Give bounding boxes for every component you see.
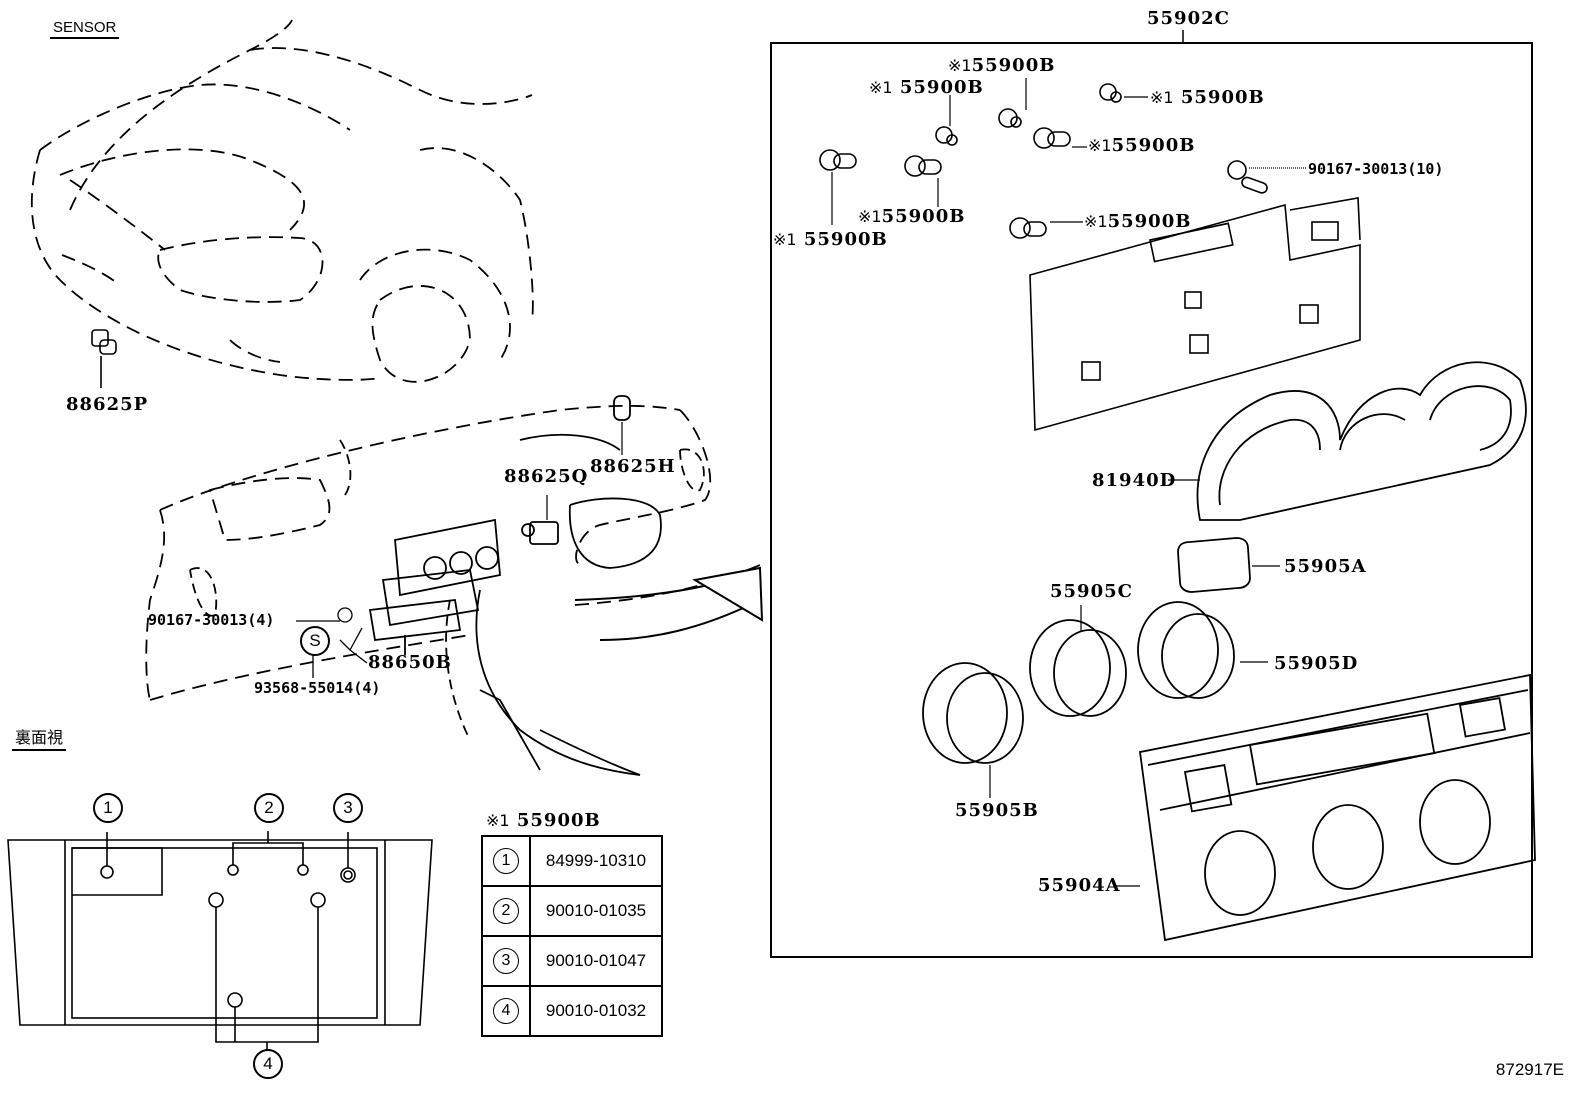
light-guide-81940d-icon — [1168, 361, 1527, 521]
bulb-label[interactable]: ※155900B — [1084, 213, 1191, 231]
legend-header-part: 55900B — [516, 810, 601, 831]
sensor-88625h-icon — [613, 395, 631, 455]
part-label-55905c[interactable]: 55905C — [1050, 581, 1133, 602]
part-label-55905a[interactable]: 55905A — [1284, 556, 1367, 577]
callout-1: 1 — [93, 793, 123, 823]
note-mark: ※1 — [486, 811, 510, 830]
bulb-label[interactable]: ※155900B — [948, 57, 1055, 75]
table-row: 2 90010-01035 — [481, 885, 663, 937]
car-outline — [30, 19, 534, 383]
knob-55905b-icon — [922, 662, 1024, 798]
row-number: 1 — [493, 848, 519, 874]
part-label-55902c[interactable]: 55902C — [1147, 8, 1230, 29]
part-label-81940d[interactable]: 81940D — [1092, 470, 1177, 491]
row-part[interactable]: 90010-01035 — [529, 885, 663, 937]
bulb-part: 55900B — [1107, 211, 1192, 232]
bulb-part: 55900B — [881, 206, 966, 227]
assembly-frame — [770, 42, 1533, 958]
row-number: 2 — [493, 898, 519, 924]
bulb-part: 55900B — [971, 55, 1056, 76]
circuit-board-icon — [1029, 197, 1361, 432]
sensor-88625p-icon — [91, 329, 117, 388]
bulb-part: 55900B — [899, 77, 984, 98]
note-mark: ※1 — [869, 78, 893, 97]
ac-control-unit-icon — [368, 518, 501, 655]
leaders-sensor — [296, 607, 368, 678]
note-mark: ※1 — [773, 230, 797, 249]
table-row: 1 84999-10310 — [481, 835, 663, 887]
row-part[interactable]: 90010-01047 — [529, 935, 663, 987]
part-label-88625q[interactable]: 88625Q — [504, 466, 589, 487]
bulb-label[interactable]: ※1 55900B — [869, 79, 984, 97]
part-label-90167-30013-4[interactable]: 90167-30013(4) — [148, 611, 275, 629]
knob-55905c-icon — [1029, 605, 1127, 717]
callout-4: 4 — [253, 1049, 283, 1079]
bulb-part: 55900B — [1180, 87, 1265, 108]
button-55905a-icon — [1177, 537, 1280, 593]
bulb-label[interactable]: ※1 55900B — [773, 231, 888, 249]
callout-2: 2 — [254, 793, 284, 823]
bulb-label[interactable]: ※155900B — [858, 208, 965, 226]
bulb-part: 55900B — [1111, 135, 1196, 156]
part-label-88650b[interactable]: 88650B — [368, 652, 452, 673]
row-number: 4 — [493, 998, 519, 1024]
row-part[interactable]: 84999-10310 — [529, 835, 663, 887]
note-mark: ※1 — [948, 56, 972, 75]
note-mark: ※1 — [1150, 88, 1174, 107]
note-mark: ※1 — [1088, 136, 1112, 155]
part-label-55904a[interactable]: 55904A — [1038, 875, 1121, 896]
knobs — [922, 601, 1268, 798]
knob-55905d-icon — [1137, 601, 1268, 699]
note-mark: ※1 — [1084, 212, 1108, 231]
part-label-88625p[interactable]: 88625P — [66, 394, 149, 415]
table-row: 4 90010-01032 — [481, 985, 663, 1037]
note-mark: ※1 — [858, 207, 882, 226]
callout-3: 3 — [333, 793, 363, 823]
s-mark-icon: S — [300, 626, 330, 656]
bulbs — [819, 78, 1306, 239]
part-label-55905b[interactable]: 55905B — [955, 800, 1039, 821]
faceplate-55904a-icon — [1115, 673, 1536, 942]
sensor-88625q-icon — [521, 495, 559, 545]
bulb-label[interactable]: ※155900B — [1088, 137, 1195, 155]
part-label-55905d[interactable]: 55905D — [1274, 653, 1359, 674]
rear-view-panel — [7, 831, 433, 1050]
rear-view-title: 裏面視 — [12, 731, 67, 751]
direction-arrow-icon — [574, 566, 764, 641]
part-label-88625h[interactable]: 88625H — [590, 456, 676, 477]
row-part[interactable]: 90010-01032 — [529, 985, 663, 1037]
bulb-label[interactable]: ※1 55900B — [1150, 89, 1265, 107]
legend-table: 1 84999-10310 2 90010-01035 3 90010-01047 4… — [481, 835, 663, 1037]
figure-id: 872917E — [1495, 1060, 1564, 1079]
legend-header: ※1 55900B — [486, 812, 601, 830]
part-label-90167-30013-10[interactable]: 90167-30013(10) — [1308, 160, 1444, 178]
sensor-section-title: SENSOR — [50, 20, 120, 39]
row-number: 3 — [493, 948, 519, 974]
part-label-93568-55014-4[interactable]: 93568-55014(4) — [254, 679, 381, 697]
dashboard-outline — [145, 404, 761, 776]
table-row: 3 90010-01047 — [481, 935, 663, 987]
bulb-part: 55900B — [803, 229, 888, 250]
